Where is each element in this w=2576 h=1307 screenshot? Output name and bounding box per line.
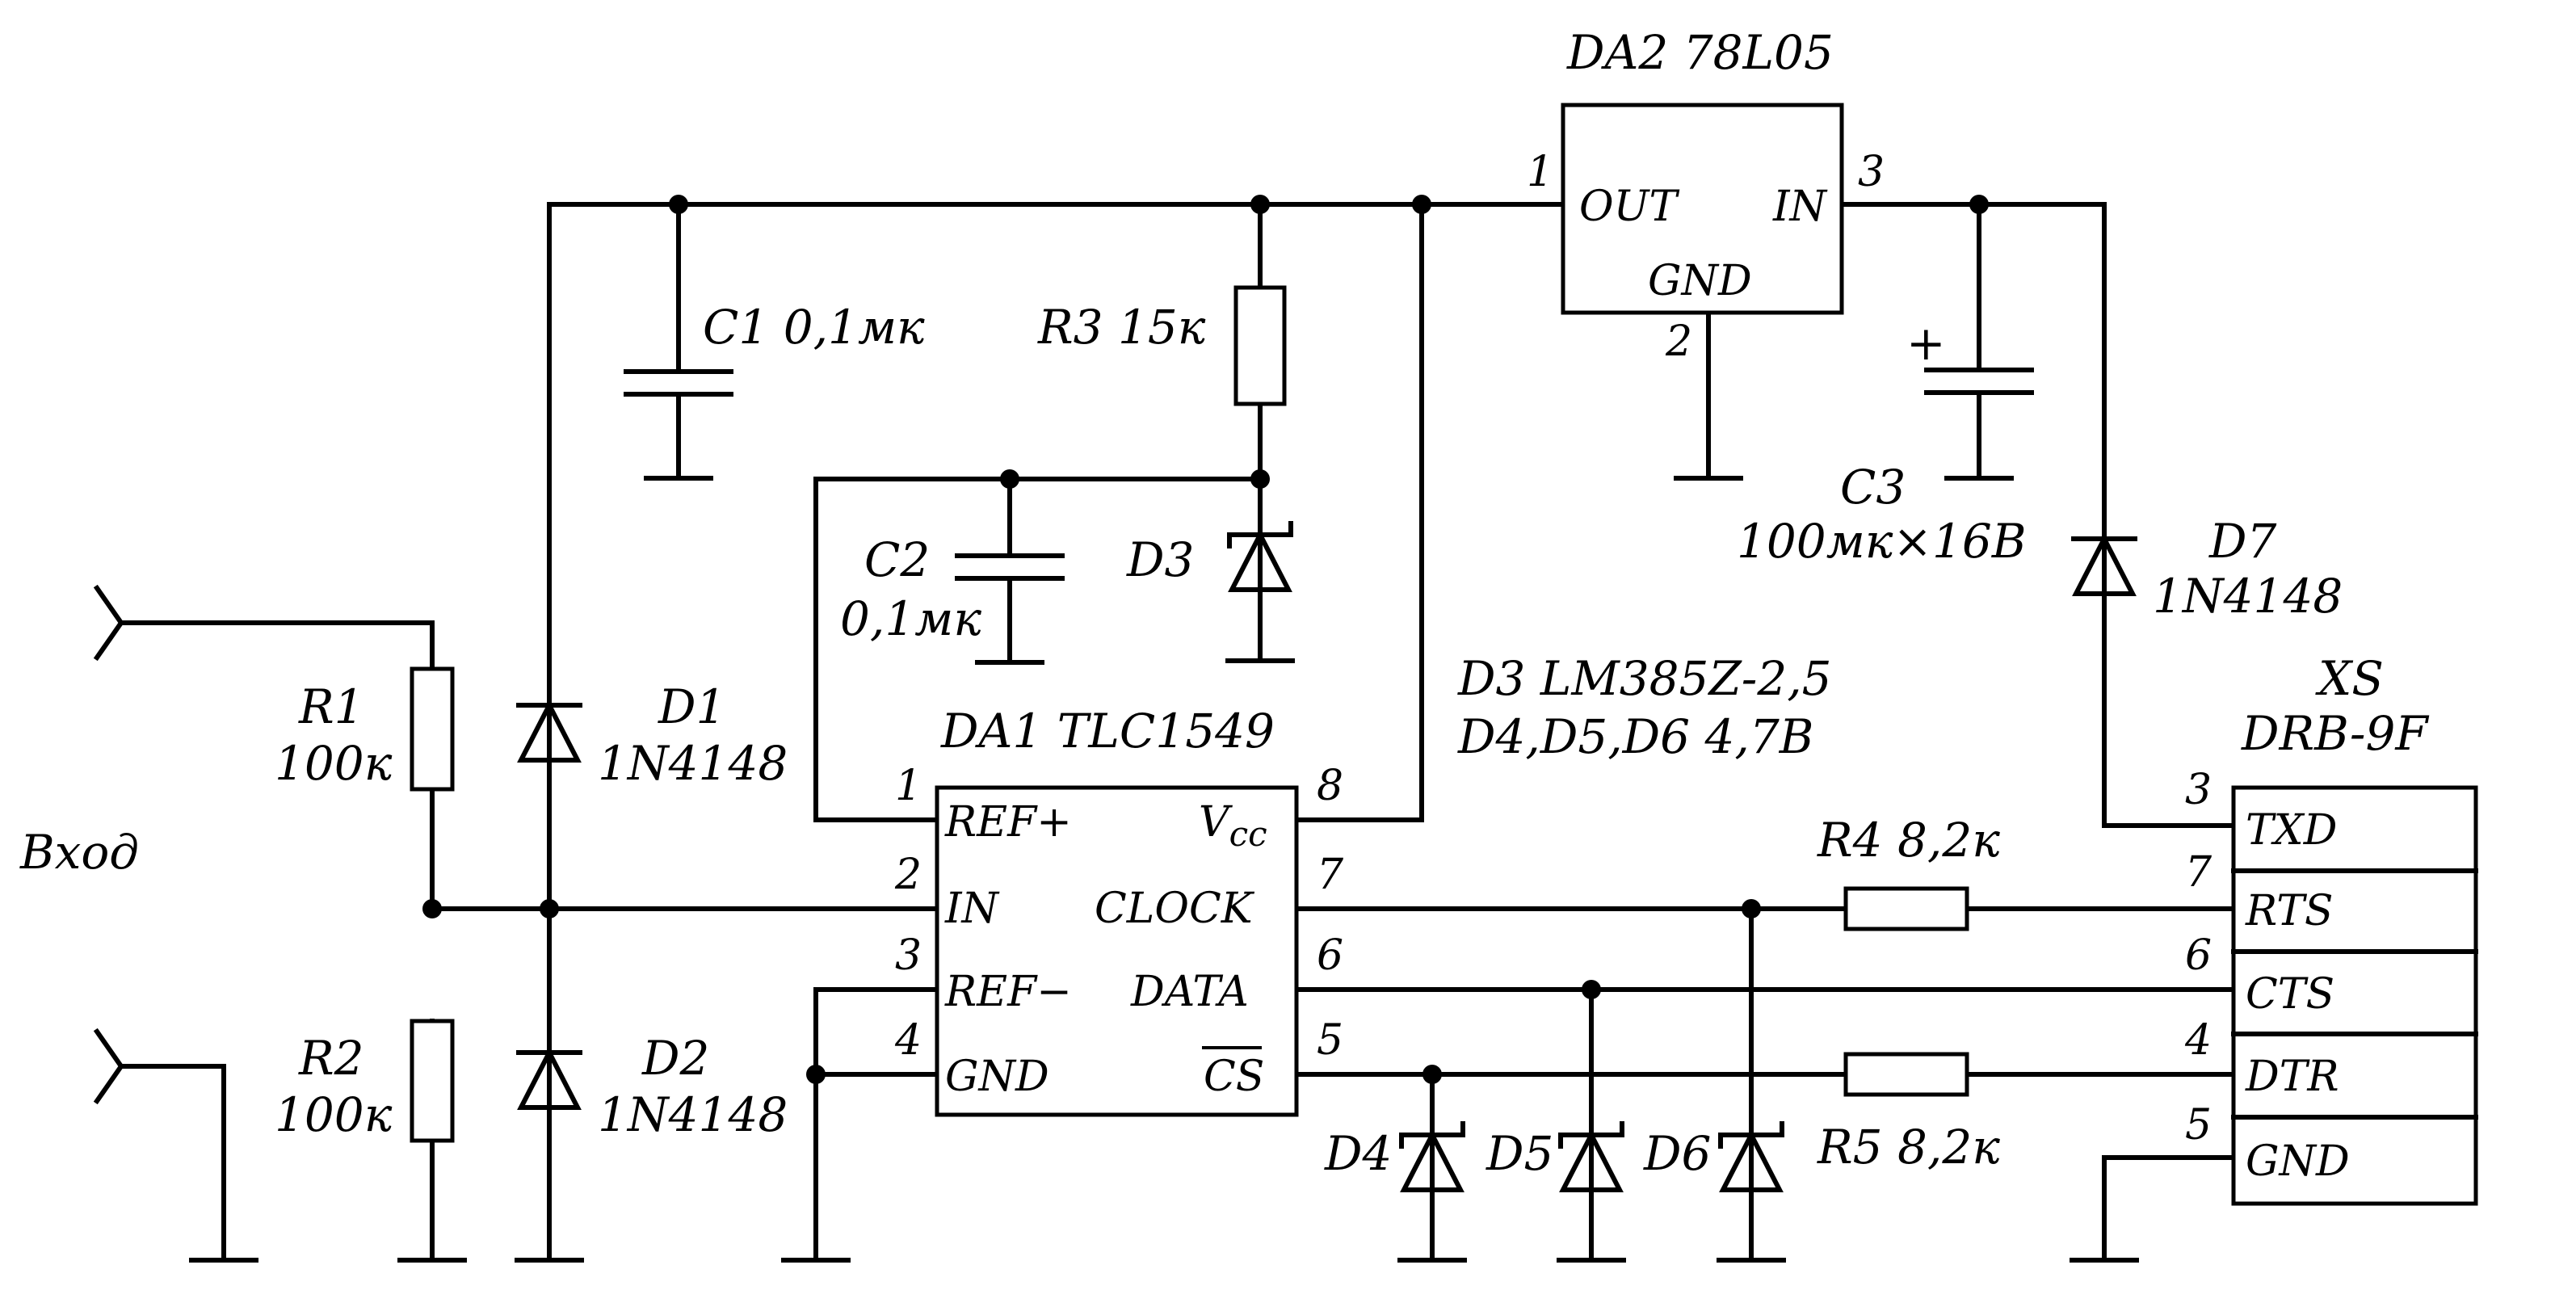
d4-label: D4 xyxy=(1324,1126,1392,1181)
da1-pin7: 7 xyxy=(1317,851,1344,899)
xs-txd-label: TXD xyxy=(2246,806,2337,855)
da1-in-label: IN xyxy=(944,885,1000,933)
da1-pin5: 5 xyxy=(1317,1016,1343,1065)
xs-rts-label: RTS xyxy=(2245,887,2334,935)
d2-type: 1N4148 xyxy=(598,1087,788,1142)
da2-title: DA2 78L05 xyxy=(1566,25,1834,80)
da2-box xyxy=(1561,103,1844,315)
diodes xyxy=(516,521,2137,1192)
c2-label: C2 xyxy=(864,532,930,587)
r2-value: 100к xyxy=(275,1087,393,1142)
xs-cts-label: CTS xyxy=(2246,970,2334,1019)
da1-ref-plus-label: REF+ xyxy=(944,798,1072,847)
da1-pin6: 6 xyxy=(1317,931,1343,980)
d1-label: D1 xyxy=(658,679,725,734)
c3-value: 100мк×16В xyxy=(1737,514,2026,569)
da1-pin4: 4 xyxy=(894,1016,922,1065)
component-labels: DA2 78L05 OUT IN GND 1 2 3 C1 0,1мк R3 1… xyxy=(19,25,2429,1186)
da1-data-label: DATA xyxy=(1130,968,1249,1016)
da2-pin3: 3 xyxy=(1858,148,1885,196)
d3-label: D3 xyxy=(1126,532,1194,587)
da1-box xyxy=(935,785,1299,1117)
c2-value: 0,1мк xyxy=(840,591,981,646)
da1-ref-minus-label: REF− xyxy=(944,968,1072,1016)
input-label: Вход xyxy=(19,825,139,880)
xs-pin4: 4 xyxy=(2184,1016,2212,1065)
xs-label: XS xyxy=(2315,651,2384,706)
da2-pin2: 2 xyxy=(1665,317,1692,366)
r5-label: R5 8,2к xyxy=(1817,1120,2000,1175)
xs-pin5: 5 xyxy=(2185,1101,2212,1149)
d5-label: D5 xyxy=(1486,1126,1553,1181)
xs-type: DRB-9F xyxy=(2241,706,2429,761)
d7-label: D7 xyxy=(2208,514,2277,569)
c3-label: C3 xyxy=(1840,460,1906,515)
da1-pin8: 8 xyxy=(1317,762,1343,810)
junctions xyxy=(422,195,1989,1084)
c3-plus: + xyxy=(1906,316,1946,371)
da2-pin1: 1 xyxy=(1527,148,1553,196)
resistors xyxy=(410,285,1969,1143)
ground-symbols xyxy=(189,476,2139,1263)
r1-label: R1 xyxy=(298,679,364,734)
da2-in-label: IN xyxy=(1772,183,1828,231)
d1-type: 1N4148 xyxy=(598,736,788,791)
xs-pin6: 6 xyxy=(2185,931,2212,980)
d2-label: D2 xyxy=(641,1031,709,1086)
da1-vcc-label: Vcc xyxy=(1199,798,1267,854)
note-zener-voltage: D4,D5,D6 4,7В xyxy=(1457,709,1813,764)
da1-cs-label: CS xyxy=(1204,1053,1264,1101)
xs-dtr-label: DTR xyxy=(2245,1053,2339,1101)
da1-gnd-label: GND xyxy=(945,1053,1049,1101)
ic-boxes xyxy=(935,103,2478,1206)
d7-type: 1N4148 xyxy=(2153,569,2343,624)
da1-pin1: 1 xyxy=(895,762,922,810)
r1-value: 100к xyxy=(275,736,393,791)
xs-gnd-label: GND xyxy=(2246,1137,2350,1186)
r3-label: R3 15к xyxy=(1037,300,1206,355)
da1-clock-label: CLOCK xyxy=(1095,885,1255,933)
capacitors xyxy=(624,368,2034,581)
da2-out-label: OUT xyxy=(1579,183,1679,231)
da1-title: DA1 TLC1549 xyxy=(940,704,1275,759)
r4-label: R4 8,2к xyxy=(1817,813,2000,868)
da1-pin3: 3 xyxy=(895,931,922,980)
r2-label: R2 xyxy=(298,1031,364,1086)
d6-label: D6 xyxy=(1643,1126,1711,1181)
da1-pin2: 2 xyxy=(894,851,922,899)
c1-label: C1 0,1мк xyxy=(703,300,925,355)
xs-connector-box xyxy=(2231,785,2478,1206)
note-d3-type: D3 LM385Z-2,5 xyxy=(1457,651,1832,706)
xs-pin7: 7 xyxy=(2185,848,2213,897)
da2-gnd-label: GND xyxy=(1648,257,1752,305)
input-terminals xyxy=(93,584,124,1105)
xs-pin3: 3 xyxy=(2185,766,2212,814)
